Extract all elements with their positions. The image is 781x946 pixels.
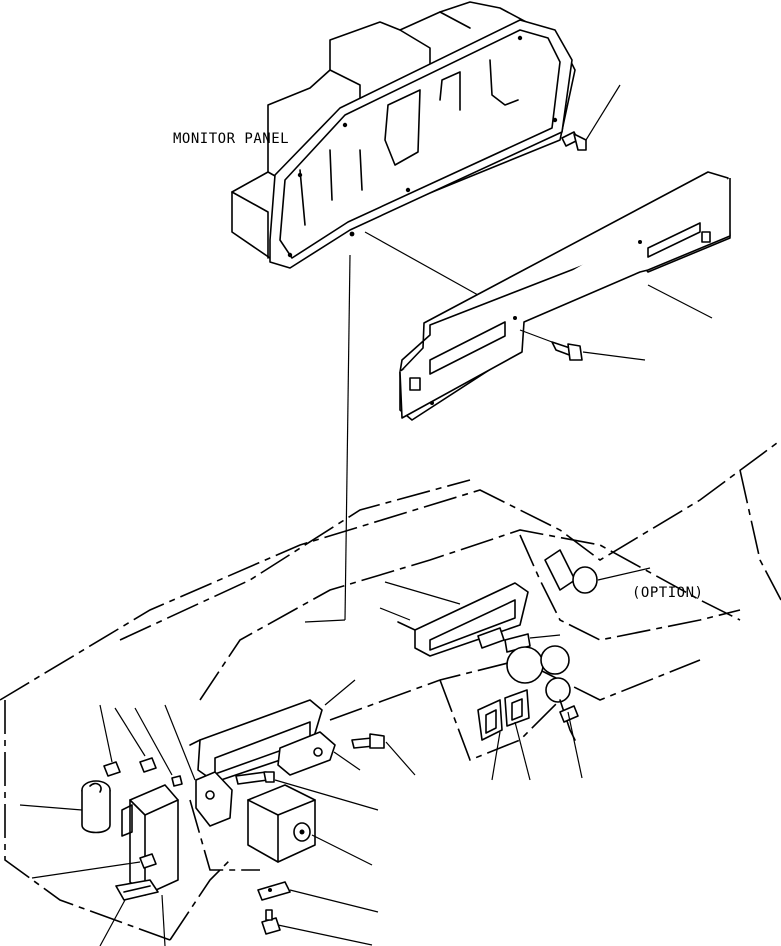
option-label: (OPTION) (632, 585, 703, 601)
screw-icon (561, 131, 587, 151)
bolt-icon (235, 771, 275, 785)
screw-icon (171, 775, 183, 787)
bracket-icon (195, 771, 233, 827)
leader-line (597, 567, 651, 581)
relay-icon (277, 731, 336, 776)
leader-line (19, 804, 83, 811)
gauge-unit (397, 582, 529, 657)
leader-line (567, 711, 583, 779)
leader-line (514, 721, 531, 781)
fuse-icon (115, 879, 159, 901)
control-box (121, 784, 179, 896)
leader-line (114, 707, 146, 757)
leader-line (529, 634, 561, 639)
leader-line (99, 704, 113, 763)
leader-line (31, 861, 141, 879)
monitor-panel (231, 1, 576, 269)
leader-line (134, 707, 173, 776)
screw-icon (261, 909, 281, 935)
screw-icon (139, 853, 157, 869)
screw-icon (103, 761, 121, 777)
screw-icon (551, 341, 583, 361)
buzzer-unit (247, 784, 316, 863)
leader-line (491, 731, 501, 781)
leader-line (277, 924, 373, 946)
leader-line (289, 889, 379, 913)
leader-line (311, 834, 373, 866)
key-switch-icon (506, 645, 579, 741)
leader-line (164, 704, 196, 781)
leader-line (274, 779, 379, 811)
screw-icon (351, 733, 385, 749)
leader-line (647, 284, 713, 319)
leader-line (385, 741, 416, 776)
dashboard-outline (0, 439, 781, 941)
screw-icon (139, 757, 157, 773)
horn-icon (81, 780, 111, 834)
cover-plate (399, 171, 731, 421)
leader-line (585, 84, 621, 141)
rocker-switch-icon (477, 689, 530, 741)
leader-line (99, 899, 126, 946)
leader-line (582, 351, 646, 361)
clip-icon (257, 881, 291, 901)
monitor-panel-label: MONITOR PANEL (173, 131, 289, 147)
leader-line (161, 894, 166, 946)
option-switch (544, 549, 598, 594)
